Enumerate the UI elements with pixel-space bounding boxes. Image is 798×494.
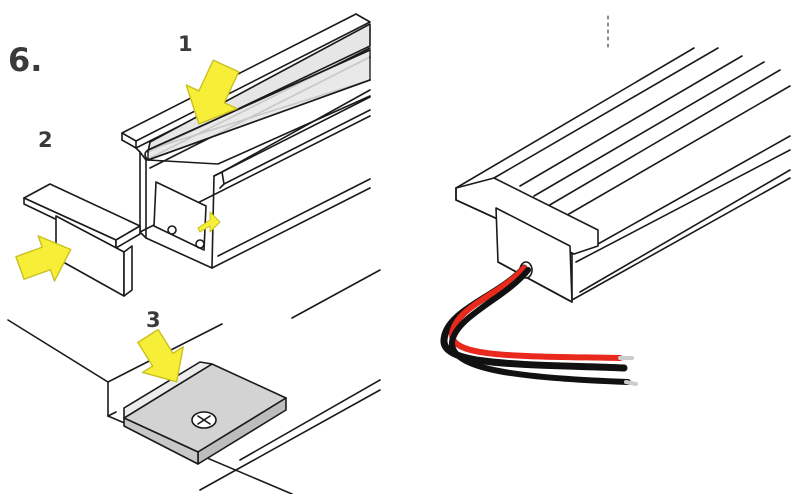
mounting-clip-scene bbox=[7, 269, 381, 494]
step-number: 6. bbox=[8, 41, 43, 79]
callout-label-3: 3 bbox=[146, 308, 161, 332]
callout-label-1: 1 bbox=[178, 32, 193, 56]
yellow-arrow-icon bbox=[15, 235, 72, 282]
aluminium-profile-left bbox=[121, 13, 371, 269]
yellow-arrow-icon bbox=[185, 59, 240, 125]
screw-icon bbox=[191, 411, 217, 429]
assembled-profile-right bbox=[440, 15, 791, 386]
end-cap bbox=[23, 183, 141, 297]
callout-label-2: 2 bbox=[38, 128, 53, 152]
yellow-arrow-icon bbox=[137, 328, 184, 383]
